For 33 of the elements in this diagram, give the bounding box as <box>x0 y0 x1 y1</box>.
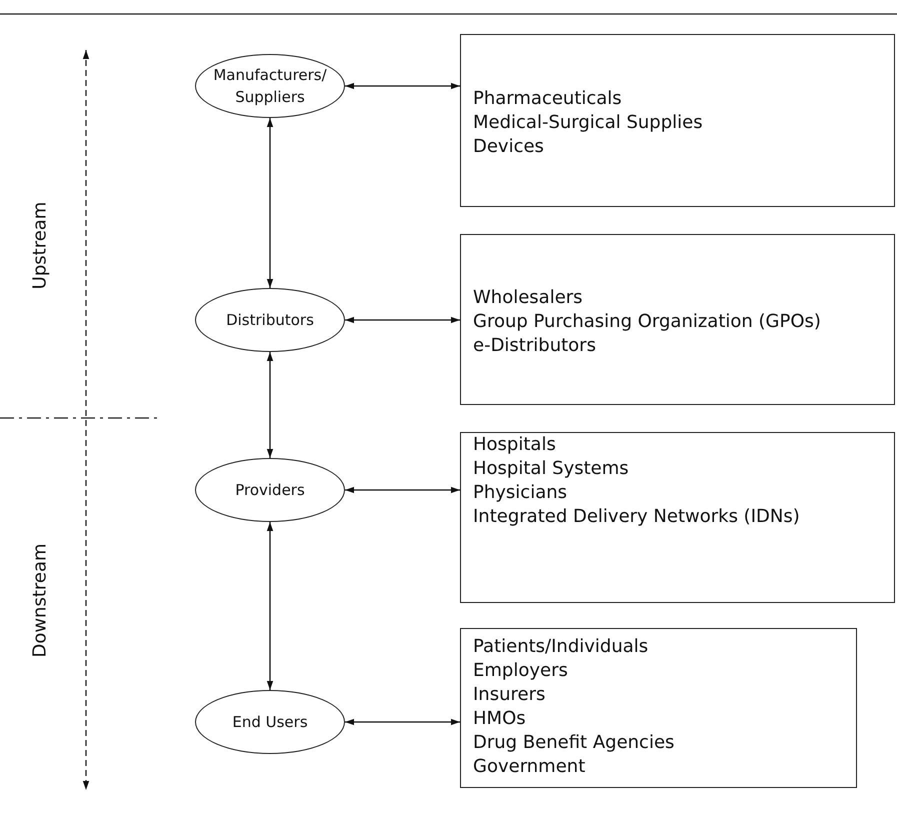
list-item: e-Distributors <box>473 334 596 358</box>
node-label: Manufacturers/ Suppliers <box>212 65 328 108</box>
list-item: Employers <box>473 659 568 683</box>
list-box <box>460 628 857 788</box>
node-label: End Users <box>232 712 308 733</box>
list-item: Pharmaceuticals <box>473 87 622 111</box>
list-item: Drug Benefit Agencies <box>473 731 674 755</box>
list-box <box>460 34 895 207</box>
list-item: Wholesalers <box>473 286 583 310</box>
list-item: Group Purchasing Organization (GPOs) <box>473 310 821 334</box>
axis-label: Upstream <box>29 201 50 289</box>
list-item: Insurers <box>473 683 546 707</box>
list-item: Hospital Systems <box>473 457 629 481</box>
double-arrow <box>345 718 460 726</box>
list-box <box>460 432 895 603</box>
list-item: Physicians <box>473 481 568 505</box>
node-label: Providers <box>235 480 305 501</box>
list-item: Devices <box>473 135 544 159</box>
list-item: Government <box>473 755 586 779</box>
list-item: Hospitals <box>473 433 556 457</box>
list-item: Medical-Surgical Supplies <box>473 111 703 135</box>
double-arrow <box>345 316 460 324</box>
double-arrow <box>266 522 274 690</box>
double-arrow <box>345 486 460 494</box>
list-item: Integrated Delivery Networks (IDNs) <box>473 505 800 529</box>
axis-label: Downstream <box>30 542 51 658</box>
double-arrow <box>266 118 274 288</box>
list-box <box>460 234 895 405</box>
list-item: HMOs <box>473 707 526 731</box>
double-arrow <box>266 352 274 458</box>
node-label: Distributors <box>226 310 314 331</box>
double-arrow <box>345 82 460 90</box>
list-item: Patients/Individuals <box>473 635 648 659</box>
